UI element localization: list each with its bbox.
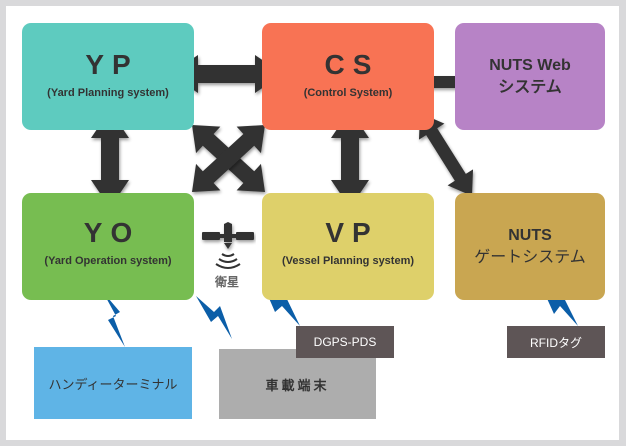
yp-title: YP (85, 48, 139, 80)
nuts-web-line1: NUTS Web (489, 56, 571, 74)
vehicle-terminal-box: 車載端末 (219, 349, 376, 419)
nuts-gate-line2: ゲートシステム (474, 248, 586, 266)
yo-box: YO (Yard Operation system) (22, 193, 194, 300)
vp-title: VP (325, 216, 379, 248)
yo-subtitle: (Yard Operation system) (44, 254, 172, 267)
cs-box: CS (Control System) (262, 23, 434, 130)
nuts-gate-line1: NUTS (508, 226, 552, 244)
yp-subtitle: (Yard Planning system) (47, 86, 169, 99)
satellite-label: 衛星 (215, 275, 240, 289)
nuts-web-line2: システム (498, 78, 562, 96)
vp-subtitle: (Vessel Planning system) (281, 254, 415, 267)
yp-box: YP (Yard Planning system) (22, 23, 194, 130)
cs-subtitle: (Control System) (303, 86, 393, 99)
satellite-icon (202, 222, 254, 269)
handy-terminal-box: ハンディーターミナル (34, 347, 192, 419)
rfid-tag: RFIDタグ (507, 326, 605, 358)
dgps-pds-tag: DGPS-PDS (296, 326, 394, 358)
yo-title: YO (83, 216, 141, 248)
cs-title: CS (324, 48, 380, 80)
vp-box: VP (Vessel Planning system) (262, 193, 434, 300)
nuts-gate-box: NUTS ゲートシステム (455, 193, 605, 300)
nuts-web-box: NUTS Web システム (455, 23, 605, 130)
